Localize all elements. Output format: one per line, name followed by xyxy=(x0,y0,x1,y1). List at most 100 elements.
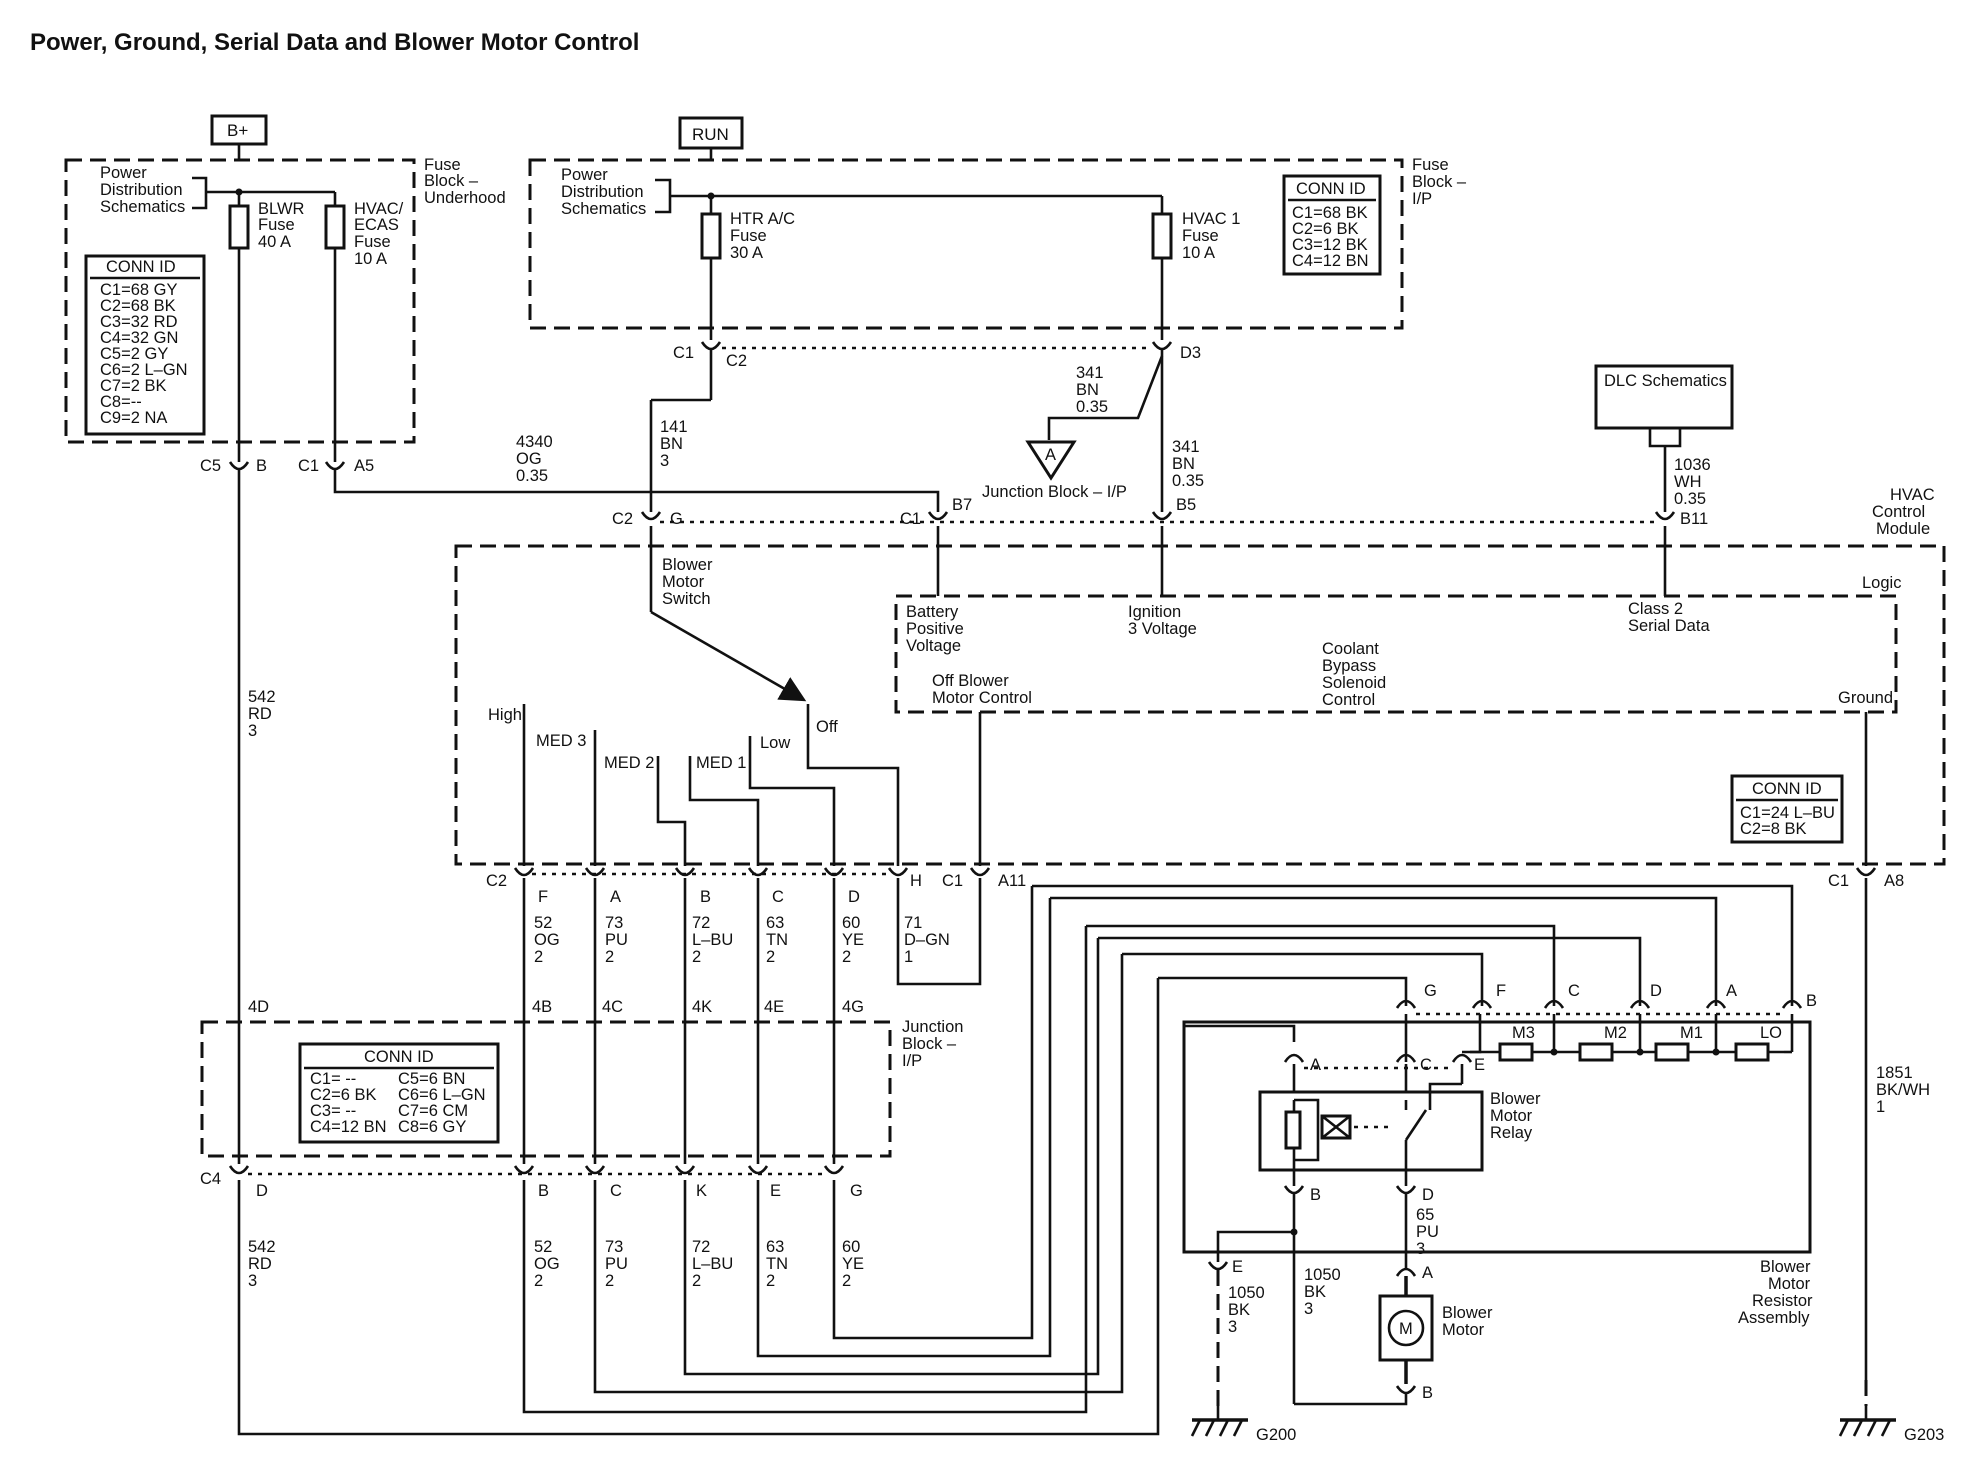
switch-position-low: Low xyxy=(760,734,790,752)
svg-text:PU: PU xyxy=(605,931,628,949)
svg-text:2: 2 xyxy=(534,948,543,966)
switch-position-med1: MED 1 xyxy=(696,754,746,772)
svg-text:2: 2 xyxy=(842,948,851,966)
svg-text:C1=24 L–BU: C1=24 L–BU xyxy=(1740,804,1835,822)
hvac-c2-pin-labels: C2 F A B C D H xyxy=(486,872,922,906)
svg-text:C2=6 BK: C2=6 BK xyxy=(1292,220,1359,238)
fuse-block-ip xyxy=(528,158,1404,330)
svg-text:1036: 1036 xyxy=(1674,456,1711,474)
htr-ac-fuse-label: HTR A/C Fuse 30 A xyxy=(730,210,795,262)
resistor-pin-g xyxy=(1395,999,1417,1009)
resistor-pin-b xyxy=(1781,999,1803,1009)
svg-text:OG: OG xyxy=(534,1255,560,1273)
off-blower-motor-control-label: Off Blower Motor Control xyxy=(932,672,1032,707)
svg-text:B: B xyxy=(1806,992,1817,1010)
svg-text:4E: 4E xyxy=(764,998,784,1016)
svg-text:63: 63 xyxy=(766,914,784,932)
switch-position-med2: MED 2 xyxy=(604,754,654,772)
svg-text:A: A xyxy=(610,888,621,906)
svg-text:I/P: I/P xyxy=(902,1052,922,1070)
svg-text:HTR A/C: HTR A/C xyxy=(730,210,795,228)
jb-pin-labels: 4D 4B 4C 4K 4E 4G xyxy=(248,998,864,1016)
connector-c2-g xyxy=(640,511,662,521)
svg-text:BK: BK xyxy=(1228,1301,1250,1319)
svg-text:L–BU: L–BU xyxy=(692,1255,733,1273)
svg-text:40 A: 40 A xyxy=(258,233,291,251)
svg-text:60: 60 xyxy=(842,914,860,932)
connector-b5 xyxy=(1151,511,1173,521)
wire-1050-right-label: 1050 BK 3 xyxy=(1304,1266,1341,1318)
wire-63-lower-label: 63 TN 2 xyxy=(766,1238,788,1290)
svg-text:H: H xyxy=(910,872,922,890)
svg-text:CONN ID: CONN ID xyxy=(1752,780,1822,798)
svg-text:C1=68 GY: C1=68 GY xyxy=(100,281,178,299)
svg-text:0.35: 0.35 xyxy=(1674,490,1706,508)
connector-c4-c xyxy=(584,1165,606,1175)
connector-a5-label: A5 xyxy=(354,457,374,475)
svg-text:2: 2 xyxy=(766,948,775,966)
connector-c1-a11-c1-label: C1 xyxy=(942,872,963,890)
connector-c2-a xyxy=(584,867,606,877)
wire-71-label: 71 D–GN 1 xyxy=(904,914,950,966)
svg-text:4B: 4B xyxy=(532,998,552,1016)
svg-text:Fuse: Fuse xyxy=(258,216,295,234)
connector-c4-d xyxy=(228,1165,250,1175)
svg-text:Battery: Battery xyxy=(906,603,959,621)
switch-position-off: Off xyxy=(816,718,838,736)
svg-text:Block –: Block – xyxy=(902,1035,957,1053)
svg-text:Solenoid: Solenoid xyxy=(1322,674,1386,692)
svg-text:2: 2 xyxy=(534,1272,543,1290)
coolant-bypass-solenoid-label: Coolant Bypass Solenoid Control xyxy=(1322,640,1386,709)
svg-text:CONN ID: CONN ID xyxy=(106,258,176,276)
svg-text:2: 2 xyxy=(766,1272,775,1290)
wire-72-lower-label: 72 L–BU 2 xyxy=(692,1238,733,1290)
svg-text:HVAC/: HVAC/ xyxy=(354,200,404,218)
svg-text:Junction: Junction xyxy=(902,1018,963,1036)
svg-text:Assembly: Assembly xyxy=(1738,1309,1810,1327)
connector-c1-b7 xyxy=(927,511,949,521)
resistor-lo xyxy=(1734,1042,1770,1062)
svg-text:G: G xyxy=(1424,982,1437,1000)
connector-c5-b xyxy=(228,461,250,471)
logic-label: Logic xyxy=(1862,574,1901,592)
svg-text:C: C xyxy=(1420,1056,1432,1074)
blower-motor-relay-label: Blower Motor Relay xyxy=(1490,1090,1541,1142)
switch-position-high: High xyxy=(488,706,522,724)
svg-text:3: 3 xyxy=(1228,1318,1237,1336)
connector-d3-label: D3 xyxy=(1180,344,1201,362)
run-source-label: RUN xyxy=(692,125,729,144)
hvac-conn-id-table: CONN ID C1=24 L–BU C2=8 BK xyxy=(1730,774,1844,844)
ip-pds-label: Power Distribution Schematics xyxy=(561,166,646,218)
resistor-m2 xyxy=(1578,1042,1614,1062)
motor-pin-b xyxy=(1395,1385,1417,1395)
svg-text:I/P: I/P xyxy=(1412,190,1432,208)
svg-text:PU: PU xyxy=(1416,1223,1439,1241)
svg-text:Motor: Motor xyxy=(1490,1107,1533,1125)
logic-block xyxy=(894,594,1898,714)
svg-text:Resistor: Resistor xyxy=(1752,1292,1813,1310)
svg-text:2: 2 xyxy=(605,948,614,966)
wire-52-lower-label: 52 OG 2 xyxy=(534,1238,560,1290)
svg-text:Schematics: Schematics xyxy=(100,198,185,216)
connector-c1-a8 xyxy=(1855,867,1877,877)
relay-top-pin-labels: A C E xyxy=(1310,1056,1485,1074)
svg-text:BLWR: BLWR xyxy=(258,200,305,218)
wire-341-lower-label: 341 BN 0.35 xyxy=(1172,438,1204,490)
connector-b-label: B xyxy=(256,457,267,475)
connector-c1b7-c1-label: C1 xyxy=(900,510,921,528)
relay-pin-b-label: B xyxy=(1310,1186,1321,1204)
svg-text:Control: Control xyxy=(1322,691,1375,709)
relay-pin-c xyxy=(1395,1053,1417,1063)
svg-text:BN: BN xyxy=(660,435,683,453)
svg-text:52: 52 xyxy=(534,914,552,932)
svg-text:C1=68 BK: C1=68 BK xyxy=(1292,204,1368,222)
svg-text:1: 1 xyxy=(1876,1098,1885,1116)
svg-text:YE: YE xyxy=(842,1255,864,1273)
relay-pin-d-label: D xyxy=(1422,1186,1434,1204)
ground-pin-e xyxy=(1207,1261,1229,1271)
svg-text:C3= --: C3= -- xyxy=(310,1102,356,1120)
svg-text:YE: YE xyxy=(842,931,864,949)
resistor-pin-a xyxy=(1705,999,1727,1009)
ground-g203-label: G203 xyxy=(1904,1426,1944,1444)
